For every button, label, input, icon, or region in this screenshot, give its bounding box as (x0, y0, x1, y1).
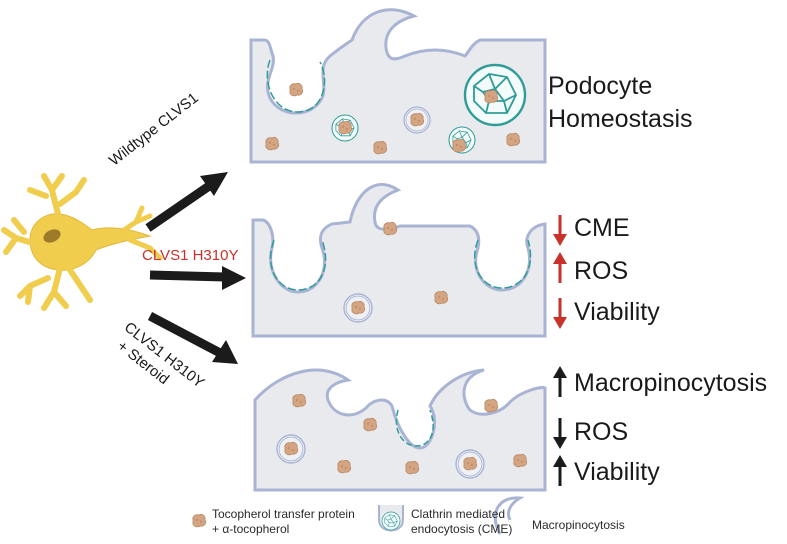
protein-icon (351, 300, 366, 315)
outcome-top-line1: Podocyte (548, 72, 653, 100)
up-arrow-icon (553, 366, 567, 397)
panel-steroid (253, 368, 547, 492)
protein-icon (363, 417, 378, 432)
protein-legend-icon (192, 513, 207, 528)
protein-icon (513, 453, 528, 468)
bottom-item-ros: ROS (574, 418, 629, 446)
membrane-top-panel (249, 8, 547, 164)
outcome-top-line2: Homeostasis (548, 105, 693, 133)
up-arrow-icon (553, 455, 567, 486)
small-arrows (553, 215, 567, 486)
protein-icon (292, 393, 307, 408)
membrane-middle-panel (251, 183, 547, 338)
protein-icon (338, 120, 353, 135)
middle-item-ros: ROS (574, 257, 629, 285)
outcome-top: Podocyte Homeostasis (548, 70, 693, 136)
protein-icon (452, 138, 467, 153)
protein-icon (410, 112, 425, 127)
bottom-item-macropinocytosis: Macropinocytosis (574, 369, 768, 397)
protein-icon (337, 459, 352, 474)
arrow-steroid (147, 312, 238, 364)
legend-protein: Tocopherol transfer protein + α-tocopher… (212, 507, 355, 536)
bottom-item-viability: Viability (574, 458, 660, 486)
arrow-mutant (149, 266, 246, 290)
protein-icon (284, 441, 299, 456)
protein-icon (373, 140, 388, 155)
cme-legend-icon (378, 505, 404, 532)
middle-item-cme: CME (574, 214, 630, 242)
panel-mutant (251, 183, 547, 338)
protein-icon (484, 398, 499, 413)
arrow-wildtype (145, 172, 228, 232)
protein-icon (405, 460, 420, 475)
protein-icon (289, 82, 304, 97)
membrane-bottom-panel (253, 368, 547, 492)
protein-icon (383, 221, 398, 236)
protein-icon (506, 132, 521, 147)
down-arrow-icon (553, 215, 567, 246)
down-arrow-icon (553, 418, 567, 449)
protein-icon (484, 89, 499, 104)
legend-macropinocytosis: Macropinocytosis (532, 518, 625, 532)
panel-wildtype (249, 8, 547, 164)
middle-item-viability: Viability (574, 298, 660, 326)
macropinocytosis-legend-icon (493, 496, 525, 535)
label-mutant: CLVS1 H310Y (142, 247, 239, 264)
protein-icon (434, 290, 449, 305)
legend-cme: Clathrin mediated endocytosis (CME) (411, 507, 513, 536)
up-arrow-icon (553, 252, 567, 283)
down-arrow-icon (553, 298, 567, 329)
protein-icon (265, 136, 280, 151)
podocyte-cell (1, 173, 163, 311)
protein-icon (463, 456, 478, 471)
